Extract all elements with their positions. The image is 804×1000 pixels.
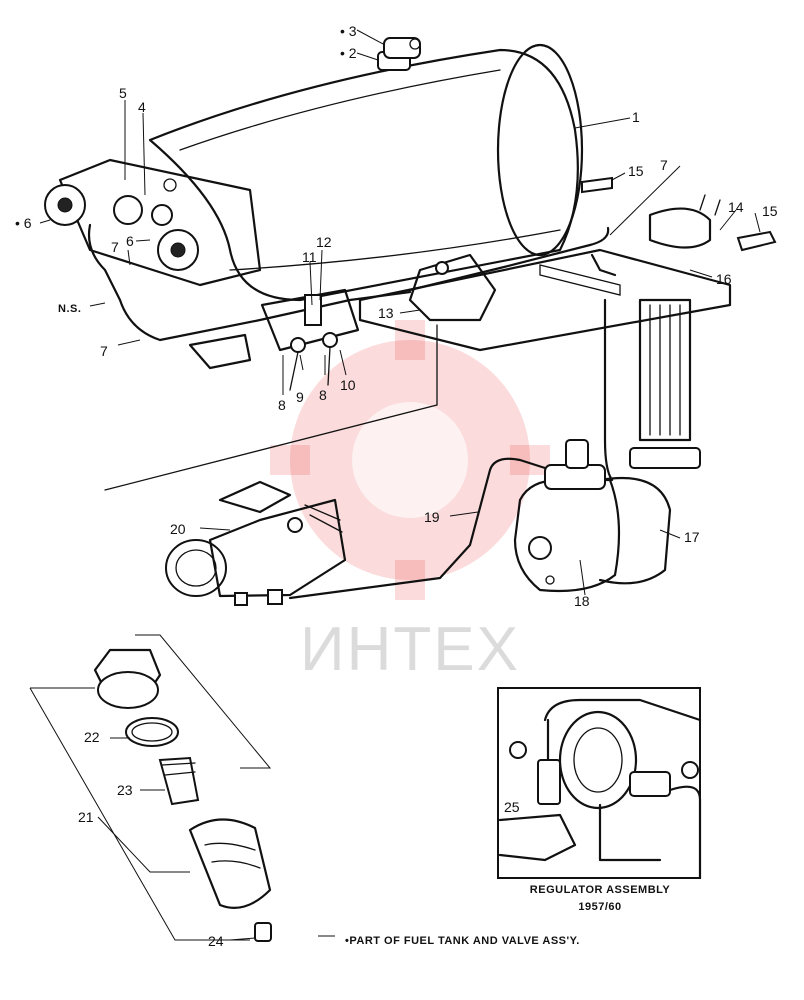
vaporiser-pipe bbox=[598, 298, 701, 585]
callout-7b: 7 bbox=[660, 157, 668, 173]
callout-17: 17 bbox=[684, 529, 700, 545]
elbow-union bbox=[104, 253, 497, 491]
callout-1: 1 bbox=[632, 109, 640, 125]
callout-ns: N.S. bbox=[58, 303, 81, 315]
callout-4: 4 bbox=[138, 99, 146, 115]
callout-15a: 15 bbox=[628, 163, 644, 179]
inset-caption-year: 1957/60 bbox=[578, 901, 621, 913]
fuel-tank bbox=[148, 43, 584, 302]
callout-22: 22 bbox=[84, 729, 100, 745]
callout-leaders bbox=[39, 29, 761, 941]
callout-14: 14 bbox=[728, 199, 744, 215]
watermark-text: ИНТЕХ bbox=[300, 615, 520, 684]
fuel-pipe bbox=[87, 223, 617, 342]
strap-bracket bbox=[581, 176, 777, 252]
regulator-inset: 25 REGULATOR ASSEMBLY 1957/60 bbox=[497, 687, 702, 913]
mounting-plate bbox=[188, 248, 732, 370]
callout-18: 18 bbox=[574, 593, 590, 609]
callout-21: 21 bbox=[78, 809, 94, 825]
filler-cap bbox=[377, 37, 421, 71]
inset-caption-title: REGULATOR ASSEMBLY bbox=[530, 884, 671, 896]
callout-25: 25 bbox=[504, 799, 520, 815]
callout-11: 11 bbox=[302, 249, 317, 265]
callout-23: 23 bbox=[117, 782, 133, 798]
carburettor bbox=[165, 480, 347, 606]
callout-6b: 6 bbox=[126, 233, 134, 249]
callout-labels: • 3 • 2 1 5 4 • 6 6 7 7 7 N.S. 8 9 8 10 … bbox=[15, 23, 778, 949]
watermark-gear-logo bbox=[270, 320, 550, 600]
fuel-filter-assembly bbox=[29, 634, 335, 942]
callout-16: 16 bbox=[716, 271, 732, 287]
callout-13: 13 bbox=[378, 305, 394, 321]
callout-15b: 15 bbox=[762, 203, 778, 219]
callout-6a: • 6 bbox=[15, 215, 32, 231]
callout-7c: 7 bbox=[100, 343, 108, 359]
tank-valve-plate bbox=[44, 158, 262, 287]
callout-8a: 8 bbox=[278, 397, 286, 413]
callout-2: • 2 bbox=[340, 45, 357, 61]
callout-19: 19 bbox=[424, 509, 440, 525]
callout-7a: 7 bbox=[111, 239, 119, 255]
footnote: •PART OF FUEL TANK AND VALVE ASS'Y. bbox=[345, 935, 580, 947]
regulator bbox=[513, 439, 621, 593]
callout-20: 20 bbox=[170, 521, 186, 537]
callout-24: 24 bbox=[208, 933, 224, 949]
callout-12: 12 bbox=[316, 234, 332, 250]
callout-3: • 3 bbox=[340, 23, 357, 39]
callout-8b: 8 bbox=[319, 387, 327, 403]
control-valve-block bbox=[260, 288, 360, 391]
callout-10: 10 bbox=[340, 377, 356, 393]
callout-5: 5 bbox=[119, 85, 127, 101]
callout-9: 9 bbox=[296, 389, 304, 405]
feed-pipe bbox=[288, 457, 547, 600]
